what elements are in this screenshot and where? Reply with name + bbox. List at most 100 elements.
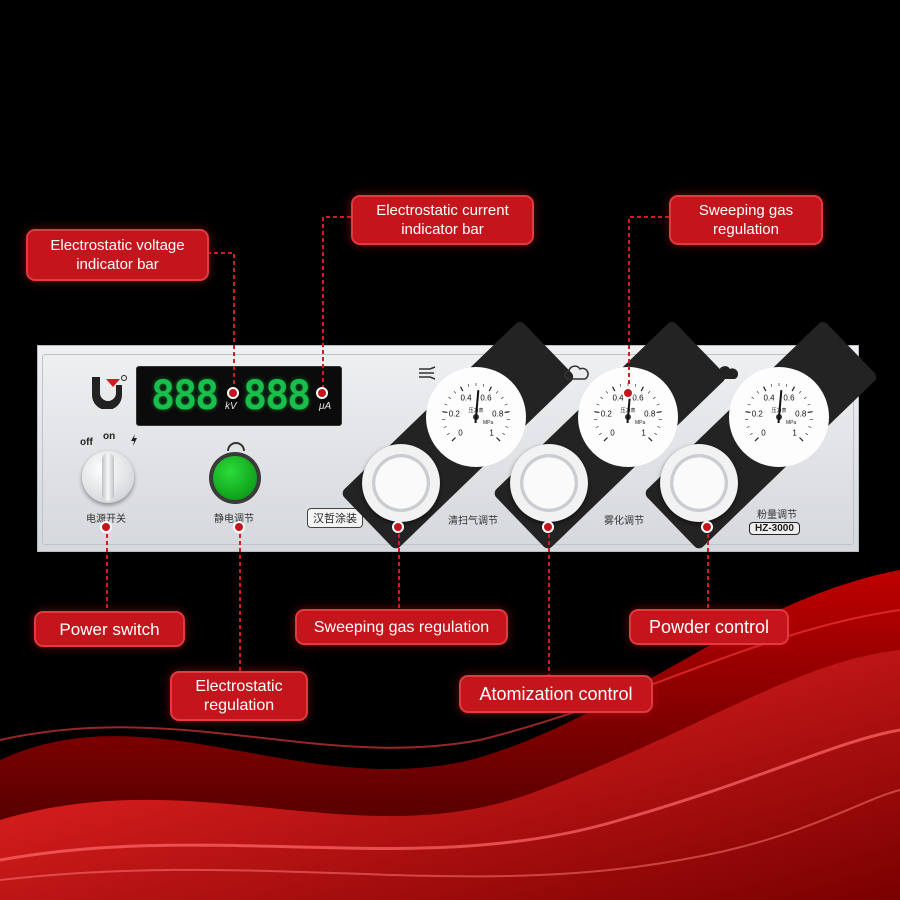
gauge-tick [749, 432, 753, 436]
gauge-tick-label: 0 [761, 429, 766, 438]
gauge-tick-label: 0 [458, 429, 463, 438]
gauge-tick [460, 386, 464, 392]
electrostatic-knob[interactable] [209, 452, 261, 504]
sweeping-gas-knob[interactable] [362, 444, 440, 522]
gauge-unit: MPa [635, 420, 646, 426]
gauge-tick [640, 386, 644, 392]
gauge-unit: MPa [786, 420, 797, 426]
callout-powder: Powder control [629, 609, 789, 645]
gauge-tick [791, 386, 795, 392]
gauge-tick [634, 383, 637, 387]
gauge-tick [482, 383, 485, 387]
gauge-face: 00.20.40.60.81压力表MPa [745, 383, 813, 442]
callout-atomization: Atomization control [459, 675, 653, 713]
gauge-tick [754, 437, 759, 442]
electrostatic-marker [233, 521, 245, 533]
dial-scale-icon [227, 442, 245, 452]
sweeping-gas-label: 清扫气调节 [448, 516, 498, 527]
sweep-air-icon [419, 366, 436, 380]
gauge-tick [443, 426, 447, 428]
gauge-tick [657, 426, 661, 428]
gauge-tick-label: 0.8 [644, 410, 656, 419]
panel-border [42, 354, 854, 545]
gauge-tick [656, 411, 662, 414]
cloud-icon [564, 365, 589, 380]
gauge-tick [495, 390, 499, 394]
gauge-tick-label: 0 [610, 429, 615, 438]
pressure-gauge-2: 00.20.40.60.81压力表MPa [578, 367, 678, 467]
atomization-label: 雾化调节 [604, 516, 644, 527]
gauge-tick-label: 1 [641, 429, 646, 438]
gauge-tick-label: 0.4 [763, 393, 775, 402]
gauge-needle [777, 390, 783, 424]
gauge-tick [596, 403, 600, 406]
gauge-tick [648, 437, 653, 442]
gauge-tick [502, 432, 506, 436]
gauge-unit: MPa [483, 420, 494, 426]
electrostatic-knob-cap [213, 456, 257, 500]
gauge-tick [763, 386, 767, 392]
gauge-tick [600, 396, 604, 400]
power-switch-knob[interactable] [82, 451, 134, 503]
gauge-tick [496, 437, 501, 442]
powder-marker [701, 521, 713, 533]
pressure-gauge-3: 00.20.40.60.81压力表MPa [729, 367, 829, 467]
gauge-tick [448, 396, 452, 400]
gauge-tick [444, 403, 448, 406]
electrostatic-label: 静电调节 [214, 514, 254, 525]
voltage-readout: 888 [151, 373, 219, 419]
gauge-face: 00.20.40.60.81压力表MPa [594, 383, 662, 442]
gauge-tick [446, 432, 450, 436]
gauge-tick [451, 437, 456, 442]
gauge-tick [500, 396, 504, 400]
lightning-icon [131, 434, 137, 446]
power-off-label: off [80, 437, 93, 448]
gauge-face: 00.20.40.60.81压力表MPa [442, 383, 510, 442]
gauge-tick [798, 390, 802, 394]
gauge-tick [799, 437, 804, 442]
atomization-marker [542, 521, 554, 533]
gauge-tick [612, 386, 616, 392]
led-display: 888 kV 888 μA [136, 366, 342, 426]
sweeping-gas-marker [392, 521, 404, 533]
voltage-bar-marker [227, 387, 239, 399]
gauge-tick-label: 0.2 [449, 410, 461, 419]
gauge-tick [807, 403, 811, 406]
gauge-tick [756, 390, 760, 394]
gauge-tick-label: 1 [489, 429, 494, 438]
power-on-label: on [103, 431, 116, 442]
brand-logo-icon [92, 375, 127, 409]
brand-badge: 汉哲涂装 [307, 508, 363, 528]
gauge-tick [595, 426, 599, 428]
gauge-tick-label: 0.2 [752, 410, 764, 419]
voltage-unit: kV [225, 401, 237, 412]
gauge-tick [442, 411, 448, 414]
callout-sweeping-bottom: Sweeping gas regulation [295, 609, 508, 645]
powder-knob[interactable] [660, 444, 738, 522]
callout-voltage-bar: Electrostatic voltage indicator bar [26, 229, 209, 281]
gauge-tick [656, 403, 660, 406]
power-switch-marker [100, 521, 112, 533]
gauge-tick-label: 0.6 [783, 393, 795, 402]
gauge-needle [474, 390, 480, 424]
gauge-tick [805, 432, 809, 436]
gauge-tick-label: 0.8 [492, 410, 504, 419]
gauge-tick-label: 0.2 [601, 410, 613, 419]
power-switch-label: 电源开关 [86, 514, 126, 525]
atomization-knob[interactable] [510, 444, 588, 522]
gauge-tick [745, 411, 751, 414]
gauge-tick [751, 396, 755, 400]
gauge-tick [594, 411, 600, 414]
callout-current-bar: Electrostatic current indicator bar [351, 195, 534, 245]
gauge-tick-label: 1 [792, 429, 797, 438]
gauge-tick [808, 426, 812, 428]
sweeping-gas-top-marker [622, 387, 634, 399]
gauge-tick [647, 390, 651, 394]
gauge-tick [652, 396, 656, 400]
powder-cloud-icon [715, 366, 739, 379]
gauge-tick [747, 403, 751, 406]
gauge-tick [746, 426, 750, 428]
callout-electrostatic-regulation: Electrostatic regulation [170, 671, 308, 721]
gauge-tick [488, 386, 492, 392]
gauge-tick-label: 0.8 [795, 410, 807, 419]
